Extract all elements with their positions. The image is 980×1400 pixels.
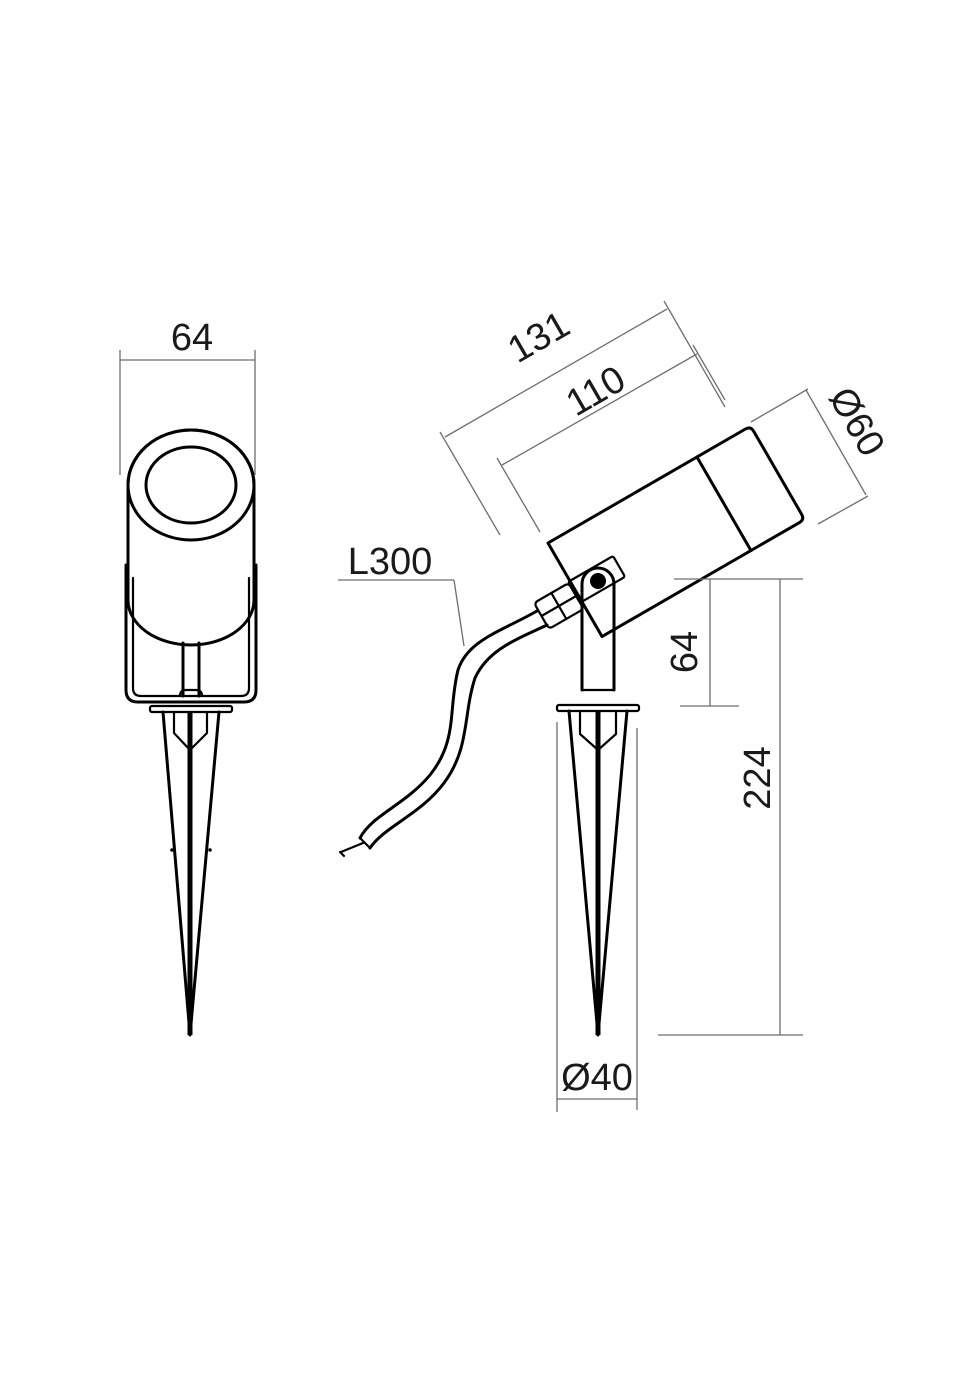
stem-front — [178, 641, 204, 698]
spike-front — [148, 704, 234, 1037]
front-view: 64 — [119, 317, 258, 1037]
dimension-head-diameter: Ø60 — [750, 380, 893, 525]
pivot-mount — [567, 555, 626, 692]
dim-label-cable-length: L300 — [348, 541, 433, 583]
dimension-body-length: 110 — [496, 344, 726, 533]
lamp-head-side — [546, 426, 805, 639]
cable — [338, 583, 584, 858]
dimension-pivot-height: 64 — [664, 578, 803, 707]
dim-label-pivot-height: 64 — [664, 631, 706, 673]
dim-label-110: 110 — [559, 358, 632, 425]
dimension-total-height: 224 — [658, 579, 803, 1036]
spike-side — [555, 703, 641, 1037]
dimension-cable-length: L300 — [338, 541, 465, 647]
dim-label-head-diameter: Ø60 — [820, 380, 892, 463]
u-bracket-front — [124, 563, 258, 704]
dim-label-131: 131 — [501, 304, 577, 372]
lamp-head-front — [126, 428, 256, 647]
dim-label-spike-diameter: Ø40 — [561, 1057, 633, 1099]
dim-label-front-width: 64 — [171, 317, 213, 359]
dimension-spike-diameter: Ø40 — [556, 722, 638, 1112]
side-view: 131 110 Ø60 — [338, 300, 893, 1112]
dimension-width-front: 64 — [119, 317, 256, 475]
dim-label-total-height: 224 — [737, 746, 779, 809]
